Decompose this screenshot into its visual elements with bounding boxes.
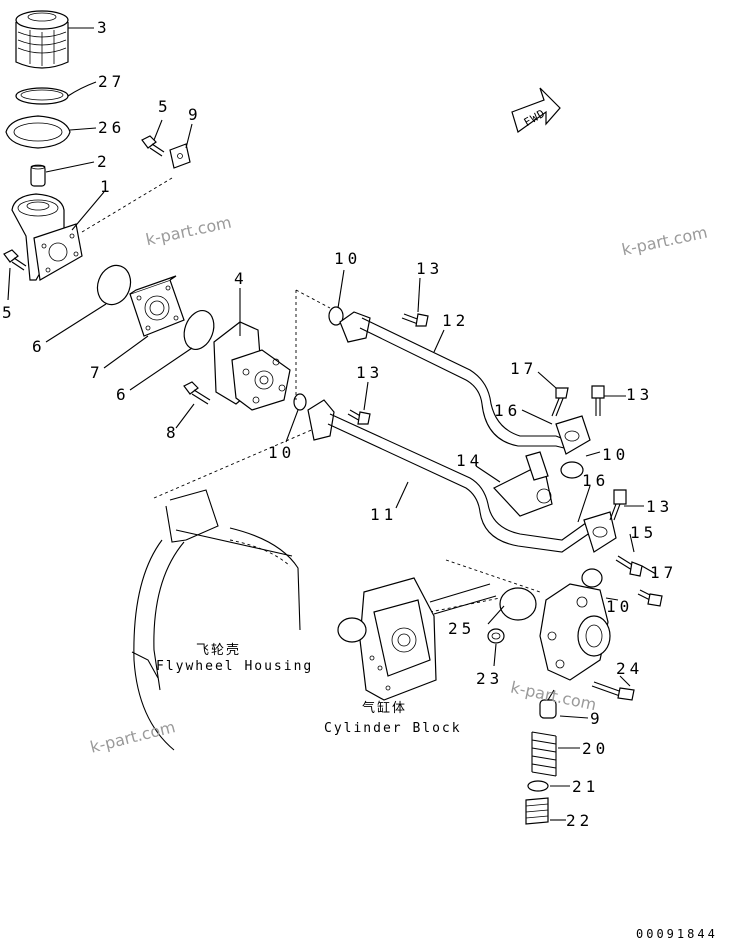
callout-10-lower: 10 (606, 597, 633, 616)
cylinder-block-label-en: Cylinder Block (324, 721, 462, 736)
cylinder-block-label-cn: 气缸体 (362, 700, 407, 716)
flywheel-housing (131, 489, 301, 751)
o-ring-6-right (183, 310, 215, 350)
cylinder-block (337, 577, 497, 701)
bolt-15 (615, 555, 643, 577)
flywheel-housing-label-en: Flywheel Housing (156, 659, 313, 674)
bolt-8 (183, 381, 211, 405)
callout-5-left: 5 (2, 303, 16, 322)
callout-25: 25 (448, 619, 475, 638)
callout-7: 7 (90, 363, 104, 382)
clamp-14 (493, 451, 553, 517)
spring-20 (531, 731, 557, 777)
plug-22 (525, 797, 549, 825)
callout-6-left: 6 (32, 337, 46, 356)
callout-15: 15 (630, 523, 657, 542)
callout-16-upper: 16 (494, 401, 521, 420)
o-ring-27 (15, 87, 69, 105)
callout-6-right: 6 (116, 385, 130, 404)
bolt-24 (591, 681, 635, 701)
o-ring-10-right-upper (560, 461, 584, 479)
o-ring-10-adapter (293, 393, 307, 411)
callout-24: 24 (616, 659, 643, 678)
callout-10-adapter: 10 (268, 443, 295, 462)
callout-17-upper: 17 (510, 359, 537, 378)
flywheel-housing-label-cn: 飞轮壳 (196, 643, 241, 658)
callout-16-lower: 16 (582, 471, 609, 490)
callout-5-upper: 5 (158, 97, 172, 116)
watermark-3: k-part.com (88, 717, 177, 757)
callout-2: 2 (97, 152, 111, 171)
regulator-valve-body (539, 583, 611, 681)
callout-4: 4 (234, 269, 248, 288)
callout-9-lower: 9 (590, 709, 604, 728)
callout-21: 21 (572, 777, 599, 796)
callout-12: 12 (442, 311, 469, 330)
callout-23: 23 (476, 669, 503, 688)
callout-13-mid: 13 (356, 363, 383, 382)
callout-9-upper: 9 (188, 105, 202, 124)
bolt-17-lower (637, 589, 663, 607)
oil-filter-cartridge (15, 10, 69, 69)
callout-13-right-lower: 13 (646, 497, 673, 516)
bolt-13-a (401, 313, 429, 327)
bolt-13-c (591, 385, 605, 416)
gasket-26 (5, 115, 71, 149)
oil-adapter-4 (213, 321, 291, 411)
watermark-1: k-part.com (144, 213, 233, 250)
leader-lines (7, 27, 657, 821)
callout-8: 8 (166, 423, 180, 442)
oil-pipe-11 (307, 399, 617, 553)
callout-numbers: 3 27 26 2 1 5 9 5 6 7 6 4 8 10 13 12 13 … (2, 18, 677, 830)
bolt-5-left (3, 249, 27, 271)
callout-22: 22 (566, 811, 593, 830)
gasket-21 (527, 780, 549, 792)
nipple-2 (30, 164, 46, 187)
callout-26: 26 (98, 118, 125, 137)
bracket-9 (169, 143, 191, 169)
callout-1: 1 (100, 177, 114, 196)
callout-20: 20 (582, 739, 609, 758)
callout-10-upper: 10 (334, 249, 361, 268)
o-ring-10-right-lower (581, 568, 603, 588)
callout-3: 3 (97, 18, 111, 37)
callout-27: 27 (98, 72, 125, 91)
filter-head-1 (11, 193, 83, 281)
callout-10-right: 10 (602, 445, 629, 464)
callout-17-lower: 17 (650, 563, 677, 582)
alignment-line-head (81, 177, 173, 233)
watermark-2: k-part.com (620, 223, 709, 260)
o-ring-10-upper (328, 306, 344, 326)
bolt-5-upper (141, 135, 165, 157)
alignment-line-pipe (295, 289, 331, 400)
bolt-13-d (609, 489, 627, 521)
drawing-number: 00091844 (636, 927, 718, 941)
callout-11: 11 (370, 505, 397, 524)
callout-13-right-upper: 13 (626, 385, 653, 404)
plug-23 (487, 628, 505, 644)
forward-arrow-icon: FWD (511, 87, 561, 133)
bolt-13-b (347, 409, 371, 425)
o-ring-25 (499, 587, 537, 621)
spacer-block-7 (129, 275, 185, 337)
callout-14: 14 (456, 451, 483, 470)
callout-13-top: 13 (416, 259, 443, 278)
alignment-line-block (429, 559, 541, 613)
o-ring-6-left (96, 264, 132, 306)
oil-pipe-12 (339, 311, 591, 455)
bolt-17-upper (551, 387, 569, 417)
alignment-line-housing (153, 421, 331, 499)
